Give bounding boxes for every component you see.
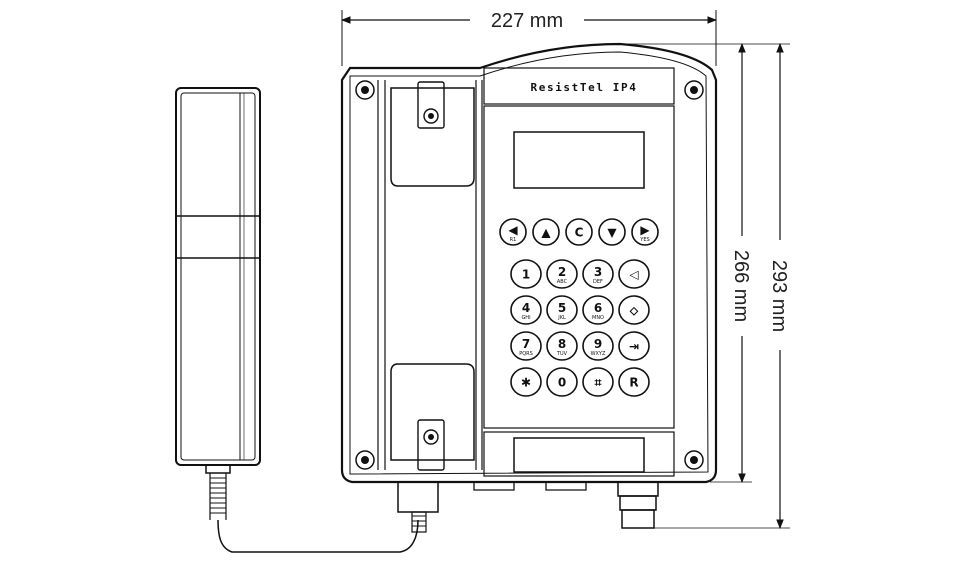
handset-cord [217, 519, 419, 553]
keypad-panel [483, 105, 675, 429]
key-star-label: ✱ [521, 376, 531, 390]
bottom-label-panel [483, 431, 675, 477]
right-arrow-key-label: ▶ [640, 223, 650, 237]
key-8-sublabel: TUV [556, 351, 568, 357]
handset [175, 87, 261, 466]
speaker-key[interactable]: ◁ [618, 259, 650, 289]
key-4-sublabel: GHI [521, 315, 530, 321]
key-4-label: 4 [522, 301, 530, 315]
phone-housing [340, 42, 718, 484]
key-2-sublabel: ABC [557, 279, 568, 285]
key-0-label: 0 [558, 376, 566, 390]
screw-icon [684, 450, 704, 470]
left-arrow-key[interactable]: ◀R1 [499, 218, 527, 246]
key-8-label: 8 [558, 337, 566, 351]
key-5-sublabel: JKL [557, 315, 566, 321]
handset-cord-connector [205, 464, 231, 520]
blind-plug [473, 482, 515, 491]
cable-gland-left [397, 481, 439, 533]
flash-key[interactable]: ⇥ [618, 331, 650, 361]
key-3-sublabel: DEF [593, 279, 603, 285]
key-0[interactable]: 0 [546, 367, 578, 397]
handset-cradle [377, 80, 483, 471]
key-3-label: 3 [594, 265, 602, 279]
key-7-sublabel: PQRS [519, 351, 533, 357]
left-arrow-key-label: ◀ [508, 223, 518, 237]
key-5-label: 5 [558, 301, 566, 315]
redial-key[interactable]: ⬦ [618, 295, 650, 325]
screw-icon [355, 450, 375, 470]
width-dimension: 227 mm [341, 10, 717, 66]
screw-icon [355, 80, 375, 100]
label-window [513, 437, 645, 473]
key-star[interactable]: ✱ [510, 367, 542, 397]
key-6-label: 6 [594, 301, 602, 315]
key-r-label: R [629, 376, 638, 390]
up-arrow-key[interactable]: ▲ [532, 218, 560, 246]
right-arrow-key-sublabel: YES [639, 237, 649, 243]
key-hash-label: ⌗ [594, 376, 602, 390]
key-1-label: 1 [522, 268, 530, 282]
down-arrow-key-label: ▼ [607, 226, 617, 240]
key-6-sublabel: MNO [592, 315, 604, 321]
blind-plug [545, 482, 587, 491]
key-2-label: 2 [558, 265, 566, 279]
screw-icon [684, 80, 704, 100]
flash-key-label: ⇥ [629, 340, 639, 354]
inner-height-dimension: 266 mm [620, 43, 790, 483]
total-height-dimension: 293 mm [640, 43, 790, 529]
cable-gland-right [617, 481, 659, 529]
total-height-dimension-label: 293 mm [768, 260, 790, 332]
down-arrow-key[interactable]: ▼ [598, 218, 626, 246]
right-arrow-key[interactable]: ▶YES [631, 218, 659, 246]
key-9-sublabel: WXYZ [591, 351, 606, 357]
up-arrow-key-label: ▲ [541, 226, 551, 240]
key-9-label: 9 [594, 337, 602, 351]
speaker-key-label: ◁ [628, 268, 638, 282]
inner-height-dimension-label: 266 mm [730, 250, 752, 322]
display-window [513, 131, 645, 189]
width-dimension-label: 227 mm [491, 10, 563, 32]
brand-label: ResistTel IP4 [531, 81, 638, 94]
key-7-label: 7 [522, 337, 530, 351]
clear-key-label: C [575, 226, 584, 240]
key-hash[interactable]: ⌗ [582, 367, 614, 397]
brand-label-panel [483, 67, 675, 105]
redial-key-label: ⬦ [629, 304, 639, 318]
clear-key[interactable]: C [565, 218, 593, 246]
left-arrow-key-sublabel: R1 [510, 237, 517, 243]
key-1[interactable]: 1 [510, 259, 542, 289]
key-r[interactable]: R [618, 367, 650, 397]
